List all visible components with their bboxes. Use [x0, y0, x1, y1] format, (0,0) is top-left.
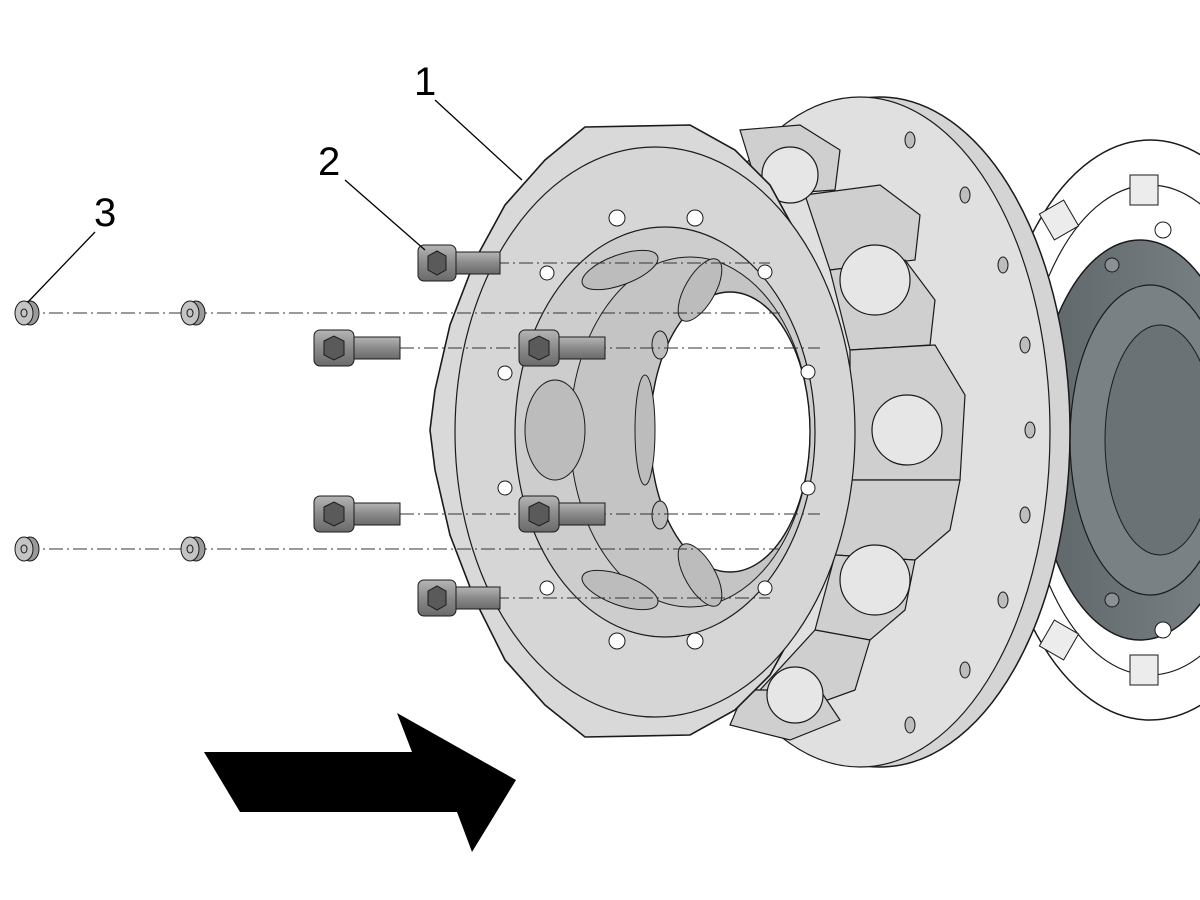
socket-head-cap-screw-icon — [313, 244, 606, 617]
callout-1: 1 — [414, 60, 436, 104]
clamping-ring — [429, 124, 856, 738]
leader-lines — [27, 99, 523, 303]
callout-3: 3 — [94, 191, 116, 235]
segment-pads — [761, 146, 943, 724]
set-screw-icon — [14, 300, 206, 562]
set-screw — [14, 300, 40, 326]
arrow-right-icon — [204, 713, 516, 852]
cap-screw — [313, 495, 401, 533]
set-screw — [180, 536, 206, 562]
set-screw — [180, 300, 206, 326]
cap-screw — [313, 329, 401, 367]
cap-screw — [417, 579, 501, 617]
centerlines — [25, 262, 820, 599]
cap-screw — [518, 495, 606, 533]
leader-line-3 — [27, 231, 96, 303]
callout-2: 2 — [318, 140, 340, 184]
leader-line-2 — [344, 179, 426, 251]
set-screw — [14, 536, 40, 562]
leader-line-1 — [434, 99, 523, 181]
cap-screw — [518, 329, 606, 367]
cap-screw — [417, 244, 501, 282]
